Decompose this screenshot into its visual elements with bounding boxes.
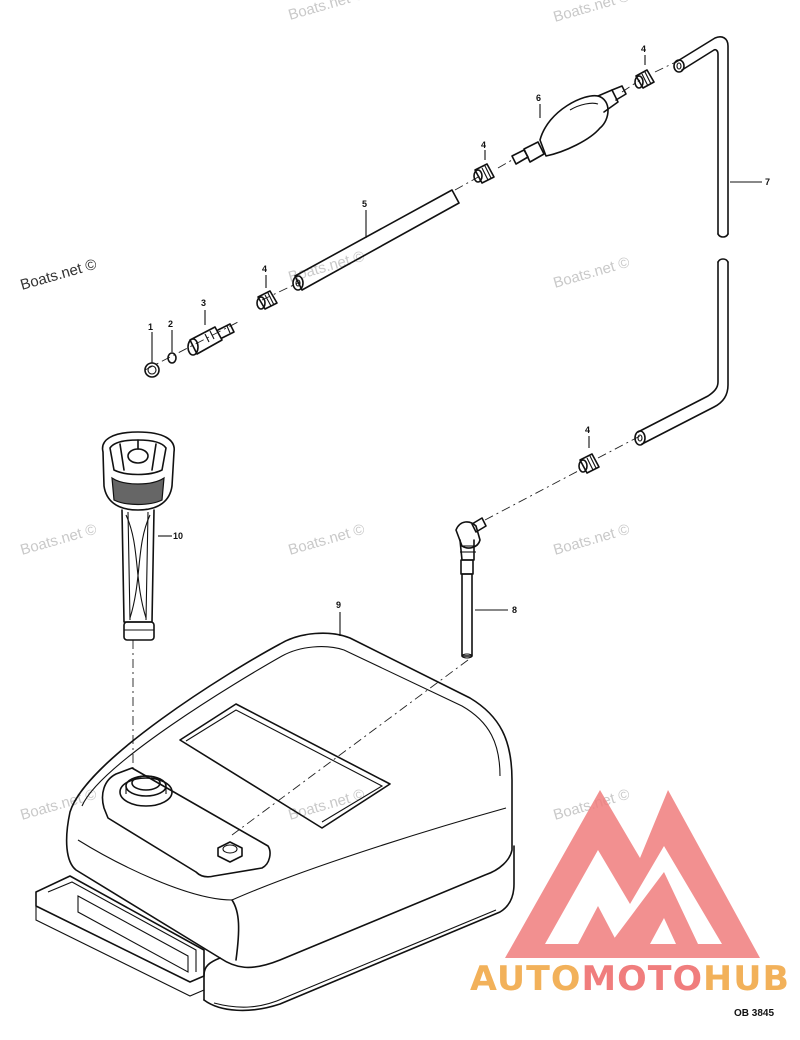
part-2-washer [167,330,177,364]
part-5-hose [292,189,460,291]
watermark: Boats.net © [18,786,98,824]
watermark: Boats.net © [286,521,366,559]
callout-2: 2 [168,319,173,329]
watermark: Boats.net © [18,256,98,294]
part-9-fuel-tank [35,612,515,1012]
callout-9: 9 [336,600,341,610]
part-10-fuel-gauge [101,431,175,641]
callout-4: 4 [262,264,267,274]
callout-1: 1 [148,322,153,332]
part-7-bent-hose [634,36,762,446]
triangle-m-logo-icon [505,790,760,958]
part-3-fitting [187,310,235,356]
watermark: Boats.net © [286,0,366,24]
brand-wordmark: AUTOMOTOHUB [470,959,790,999]
callout-10: 10 [173,531,183,541]
part-4-clamp [634,55,655,89]
callout-7: 7 [765,177,770,187]
callout-8: 8 [512,605,517,615]
part-8-pickup-tube [455,517,508,659]
part-4-clamp [473,150,495,184]
diagram-code: OB 3845 [734,1008,774,1019]
callout-labels: 1 2 3 4 4 4 4 5 6 7 8 9 10 [148,44,770,615]
watermark: Boats.net © [551,521,631,559]
callout-4: 4 [481,140,486,150]
watermark: Boats.net © [18,521,98,559]
callout-4: 4 [585,425,590,435]
callout-5: 5 [362,199,367,209]
callout-3: 3 [201,298,206,308]
part-6-primer-bulb [511,85,627,165]
watermark-group: Boats.net © Boats.net © Boats.net © Boat… [18,0,631,824]
alignment-lines [132,59,681,836]
part-4-clamp [578,436,600,474]
callout-6: 6 [536,93,541,103]
watermark: Boats.net © [551,0,631,26]
part-1-o-ring [144,332,160,378]
brand-part-auto: AUTO [470,959,581,999]
brand-part-hub: HUB [703,959,790,999]
part-4-clamp [256,275,278,310]
watermark: Boats.net © [286,786,366,824]
svg-text:AUTOMOTOHUB: AUTOMOTOHUB [470,959,790,999]
callout-4: 4 [641,44,646,54]
watermark: Boats.net © [551,254,631,292]
brand-part-moto: MOTO [581,959,703,999]
